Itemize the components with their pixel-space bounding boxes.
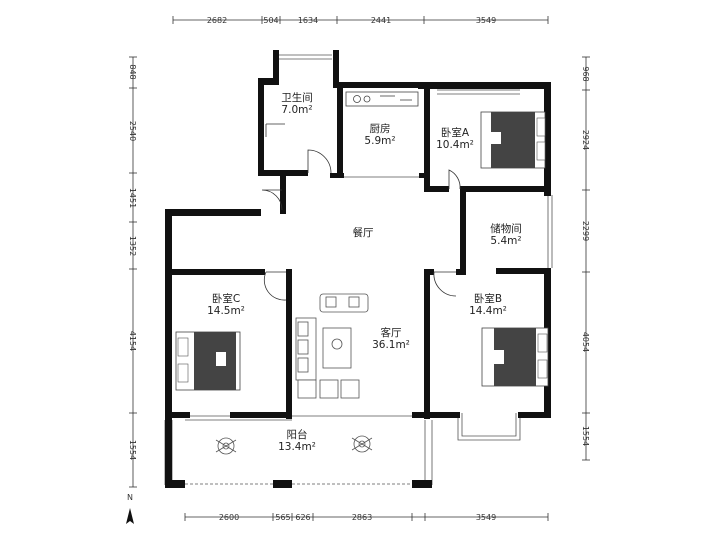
dimension-lines [129, 16, 590, 521]
bed-a [480, 111, 546, 169]
kitchen-name: 厨房 [370, 122, 391, 135]
bed-b [481, 327, 549, 387]
bedroom-b-name: 卧室B [474, 292, 502, 305]
dim-left-2: 2540 [128, 121, 137, 141]
plant-right [351, 435, 373, 453]
plant-left [215, 437, 237, 455]
dim-bottom-4: 2863 [352, 513, 372, 522]
bed-c [175, 331, 241, 391]
windows [277, 54, 553, 441]
dim-right-1: 968 [581, 66, 590, 81]
dim-left-5: 4154 [128, 331, 137, 351]
balcony-area: 13.4m² [278, 441, 316, 453]
north-label: N [127, 493, 133, 502]
bedroom-a-area: 10.4m² [436, 139, 474, 151]
dim-left-6: 1554 [128, 440, 137, 460]
kitchen-area: 5.9m² [364, 135, 395, 147]
living-name: 客厅 [381, 326, 402, 339]
dim-right-3: 2299 [581, 221, 590, 241]
door-swings [261, 123, 461, 301]
dim-left-3: 1451 [128, 188, 137, 208]
dim-left-1: 848 [128, 64, 137, 79]
dim-right-4: 4054 [581, 332, 590, 352]
bathroom-area: 7.0m² [281, 104, 312, 116]
dim-top-4: 2441 [371, 16, 391, 25]
living-area: 36.1m² [372, 339, 410, 351]
dim-right-5: 1554 [581, 426, 590, 446]
dim-left-4: 1352 [128, 236, 137, 256]
living-room-sofa [295, 293, 369, 399]
bedroom-c-area: 14.5m² [207, 305, 245, 317]
dim-bottom-1: 2600 [219, 513, 239, 522]
dim-bottom-5: 3549 [476, 513, 496, 522]
dim-bottom-2: 565 [275, 513, 290, 522]
bedroom-c-name: 卧室C [212, 292, 240, 305]
kitchen-counter [345, 91, 419, 107]
bedroom-a-name: 卧室A [441, 126, 470, 139]
north-arrow-icon [126, 508, 134, 524]
storage-name: 储物间 [490, 222, 522, 235]
dining-name: 餐厅 [353, 226, 374, 239]
dim-top-5: 3549 [476, 16, 496, 25]
bathroom-name: 卫生间 [281, 91, 313, 104]
dim-right-2: 2924 [581, 130, 590, 150]
dim-top-3: 1634 [298, 16, 318, 25]
dim-top-1: 2682 [207, 16, 227, 25]
bedroom-b-area: 14.4m² [469, 305, 507, 317]
dim-bottom-3: 626 [295, 513, 310, 522]
storage-area: 5.4m² [490, 235, 521, 247]
dim-top-2: 504 [263, 16, 278, 25]
balcony-name: 阳台 [287, 428, 308, 441]
